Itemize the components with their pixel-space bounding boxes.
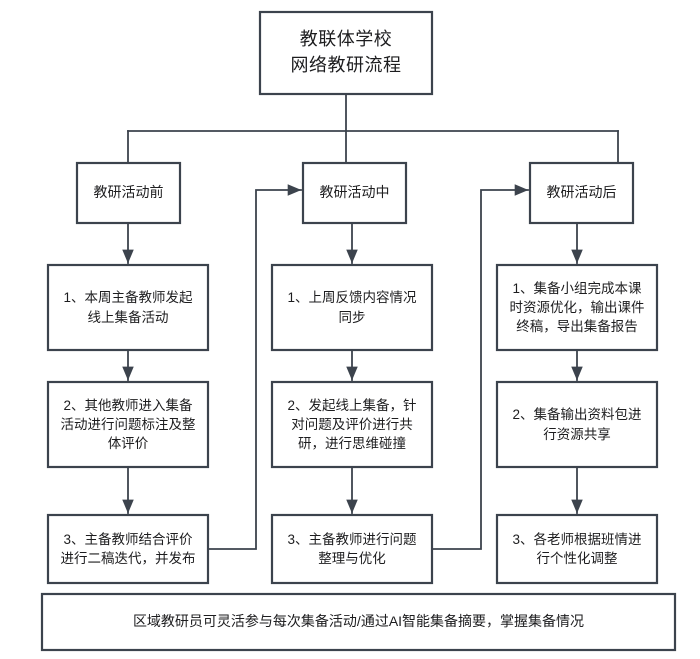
title-box bbox=[258, 10, 434, 96]
connector-c2-s3-to-category3 bbox=[431, 184, 529, 550]
step-box-c2-s3 bbox=[270, 513, 434, 585]
category-box-3 bbox=[528, 161, 635, 225]
step-box-c1-s2 bbox=[46, 380, 210, 469]
category-box-2 bbox=[301, 161, 408, 225]
category-box-1 bbox=[75, 161, 182, 225]
step-box-c1-s3 bbox=[46, 513, 210, 585]
step-box-c3-s2 bbox=[495, 380, 659, 469]
connector-c1-s3-to-category2 bbox=[207, 184, 302, 550]
footer-box bbox=[40, 592, 677, 652]
step-box-c3-s3 bbox=[495, 513, 659, 585]
step-box-c2-s1 bbox=[270, 263, 434, 352]
step-box-c2-s2 bbox=[270, 380, 434, 469]
step-box-c3-s1 bbox=[495, 263, 659, 352]
step-box-c1-s1 bbox=[46, 263, 210, 352]
